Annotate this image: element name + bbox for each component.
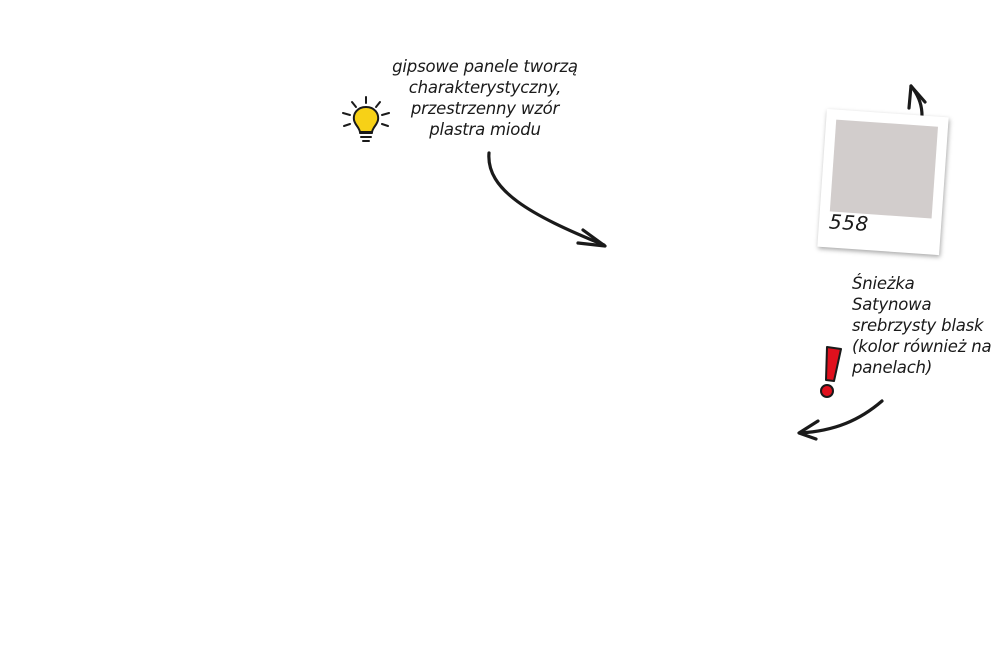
paint-line: Śnieżka xyxy=(852,274,915,293)
tip-line: plastra miodu xyxy=(429,120,541,139)
left-arrow-head xyxy=(797,419,820,441)
paint-line: Satynowa xyxy=(852,295,932,314)
exclamation-icon xyxy=(820,346,842,398)
tip-note: gipsowe panele tworzą charakterystyczny,… xyxy=(360,56,610,140)
paint-line: (kolor również na xyxy=(852,337,992,356)
paint-swatch-card: 558 xyxy=(817,108,949,256)
paint-line: panelach) xyxy=(852,358,933,377)
tip-line: gipsowe panele tworzą xyxy=(392,57,578,76)
left-arrow xyxy=(798,399,884,435)
tip-arrow-head xyxy=(576,228,607,248)
swatch-code: 558 xyxy=(828,209,870,237)
lightbulb-icon xyxy=(342,96,390,142)
up-arrow-head xyxy=(907,84,927,110)
tip-line: charakterystyczny, xyxy=(408,78,562,97)
paint-line: srebrzysty blask xyxy=(852,316,984,335)
paint-swatch xyxy=(829,119,938,219)
tip-line: przestrzenny wzór xyxy=(410,99,560,118)
tip-arrow xyxy=(487,151,606,247)
paint-note: Śnieżka Satynowa srebrzysty blask (kolor… xyxy=(852,273,1000,378)
